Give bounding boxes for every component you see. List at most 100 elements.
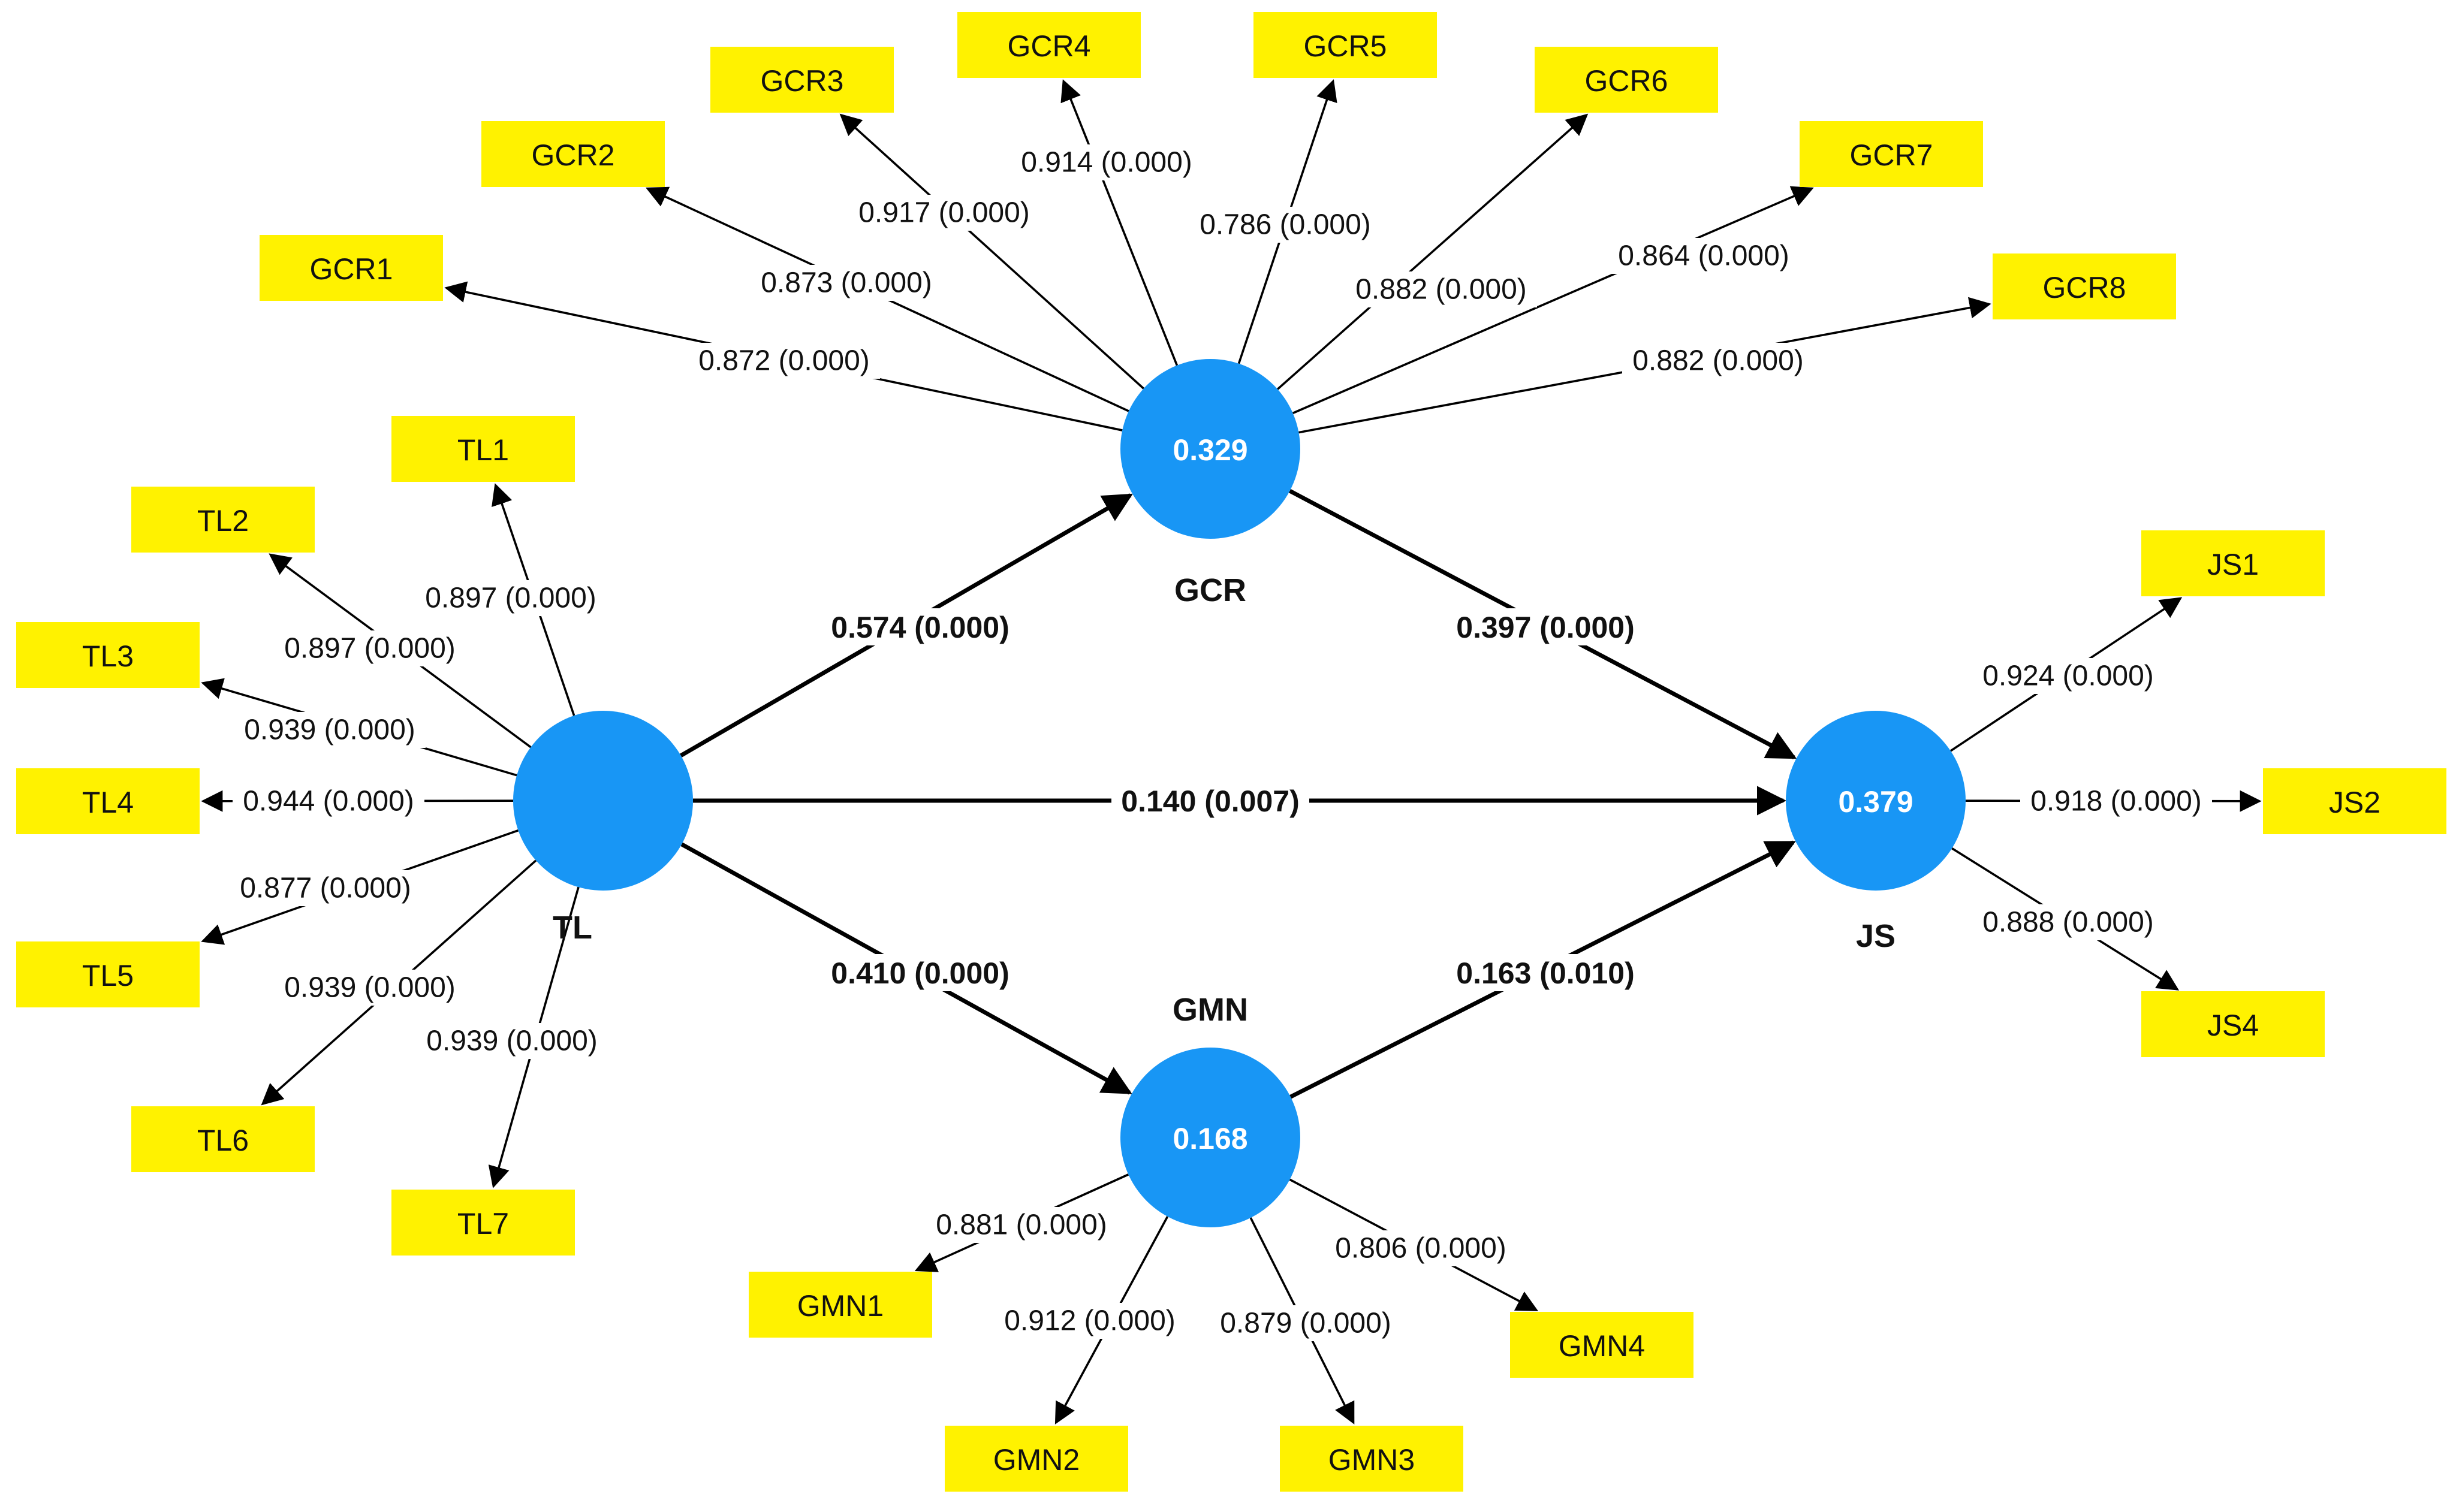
loading-value-gcr4: 0.914 (0.000) (1021, 147, 1192, 179)
loading-label-background (230, 870, 421, 906)
loading-value-tl1: 0.897 (0.000) (425, 583, 596, 614)
loading-label-background (1345, 271, 1537, 307)
loading-value-gmn1: 0.881 (0.000) (936, 1209, 1107, 1241)
loading-value-tl6: 0.939 (0.000) (284, 972, 456, 1004)
loading-value-gcr7: 0.864 (0.000) (1618, 240, 1789, 272)
loading-arrow-gcr6 (1276, 113, 1589, 390)
loading-label-background (416, 1023, 608, 1059)
indicator-box-gmn1 (749, 1272, 932, 1338)
construct-node-gmn (1120, 1048, 1300, 1227)
indicator-name-tl1: TL1 (457, 433, 509, 467)
indicator-box-gmn2 (945, 1426, 1128, 1492)
loading-label-background (234, 712, 426, 748)
indicator-name-js4: JS4 (2207, 1009, 2259, 1042)
loading-label-background (415, 580, 607, 616)
indicator-name-gmn2: GMN2 (993, 1443, 1080, 1477)
loading-label-background (1011, 144, 1203, 180)
indicator-name-gcr3: GCR3 (761, 64, 844, 98)
r-squared-js: 0.379 (1838, 785, 1913, 819)
loading-arrow-gcr3 (839, 113, 1144, 390)
indicator-box-tl7 (391, 1190, 575, 1256)
loading-label-background (994, 1303, 1186, 1339)
loading-label-background (926, 1207, 1117, 1243)
construct-node-gcr (1120, 359, 1300, 539)
indicator-name-gcr6: GCR6 (1585, 64, 1668, 98)
loading-value-gcr1: 0.872 (0.000) (698, 345, 870, 377)
path-label-background (1447, 954, 1644, 991)
indicator-box-gcr5 (1253, 12, 1437, 78)
loading-value-tl7: 0.939 (0.000) (426, 1025, 598, 1057)
indicator-box-gmn3 (1280, 1426, 1463, 1492)
indicator-box-js4 (2141, 991, 2325, 1057)
indicator-name-tl5: TL5 (82, 959, 134, 992)
loading-arrow-gcr4 (1060, 79, 1179, 366)
indicator-box-gcr3 (710, 47, 894, 113)
indicator-box-gcr4 (957, 12, 1141, 78)
path-coefficient-gcr-to-js: 0.397 (0.000) (1456, 611, 1634, 644)
loading-label-background (233, 783, 424, 819)
loading-label-background (688, 343, 880, 379)
indicator-box-gcr7 (1800, 121, 1983, 187)
indicator-name-gcr8: GCR8 (2043, 271, 2126, 304)
loading-label-background (1325, 1230, 1517, 1266)
path-label-background (821, 608, 1019, 645)
path-coefficient-tl-to-gcr: 0.574 (0.000) (831, 611, 1009, 644)
indicator-name-gmn1: GMN1 (797, 1289, 884, 1323)
indicator-box-gcr1 (260, 235, 443, 301)
construct-label-gmn: GMN (1173, 992, 1248, 1028)
indicator-box-tl5 (16, 941, 200, 1007)
indicator-name-tl4: TL4 (82, 786, 134, 819)
construct-node-js (1786, 711, 1966, 891)
indicator-name-gmn3: GMN3 (1328, 1443, 1415, 1477)
loading-value-gcr3: 0.917 (0.000) (858, 197, 1030, 229)
loading-value-gcr6: 0.882 (0.000) (1355, 274, 1527, 306)
path-coefficient-tl-to-js: 0.140 (0.007) (1121, 784, 1299, 818)
construct-node-tl (513, 711, 693, 891)
loading-value-tl4: 0.944 (0.000) (243, 786, 414, 817)
loading-value-tl3: 0.939 (0.000) (244, 714, 415, 746)
loading-label-background (1189, 207, 1381, 243)
indicator-box-gcr2 (481, 121, 665, 187)
loading-value-gcr2: 0.873 (0.000) (761, 267, 932, 299)
r-squared-gcr: 0.329 (1173, 433, 1247, 467)
indicator-name-js2: JS2 (2329, 786, 2380, 819)
indicator-box-tl4 (16, 768, 200, 834)
construct-label-gcr: GCR (1174, 572, 1246, 608)
loading-label-background (1972, 904, 2164, 940)
loading-label-background (1608, 238, 1800, 274)
path-label-background (1447, 608, 1644, 645)
loading-label-background (751, 265, 942, 301)
indicator-name-tl6: TL6 (197, 1124, 249, 1157)
loading-label-background (2020, 783, 2212, 819)
indicator-name-gcr5: GCR5 (1304, 29, 1387, 63)
loading-value-gcr8: 0.882 (0.000) (1632, 345, 1804, 377)
r-squared-gmn: 0.168 (1173, 1122, 1247, 1155)
indicator-name-gcr4: GCR4 (1008, 29, 1091, 63)
indicator-name-js1: JS1 (2207, 548, 2259, 581)
indicator-box-js1 (2141, 530, 2325, 596)
indicator-box-tl2 (131, 487, 315, 553)
indicator-name-tl2: TL2 (197, 504, 249, 538)
loading-value-gmn2: 0.912 (0.000) (1004, 1305, 1176, 1337)
loading-arrow-gcr7 (1292, 186, 1814, 415)
loading-value-gcr5: 0.786 (0.000) (1200, 209, 1371, 241)
loading-label-background (274, 970, 466, 1006)
loading-value-gmn4: 0.806 (0.000) (1335, 1233, 1506, 1264)
loading-value-gmn3: 0.879 (0.000) (1220, 1308, 1391, 1339)
construct-label-js: JS (1856, 918, 1896, 954)
loading-label-background (274, 630, 466, 666)
loading-value-js4: 0.888 (0.000) (1982, 907, 2154, 938)
loading-label-background (1622, 343, 1814, 379)
path-coefficient-tl-to-gmn: 0.410 (0.000) (831, 956, 1009, 990)
indicator-box-gmn4 (1510, 1312, 1693, 1378)
path-label-background (821, 954, 1019, 991)
path-label-background (1111, 782, 1309, 819)
loading-label-background (1972, 658, 2164, 694)
loading-value-js1: 0.924 (0.000) (1982, 660, 2154, 692)
path-coefficient-gmn-to-js: 0.163 (0.010) (1456, 956, 1634, 990)
indicator-name-tl7: TL7 (457, 1207, 509, 1241)
indicator-box-tl6 (131, 1106, 315, 1172)
indicator-name-tl3: TL3 (82, 639, 134, 673)
loading-value-tl2: 0.897 (0.000) (284, 633, 456, 665)
